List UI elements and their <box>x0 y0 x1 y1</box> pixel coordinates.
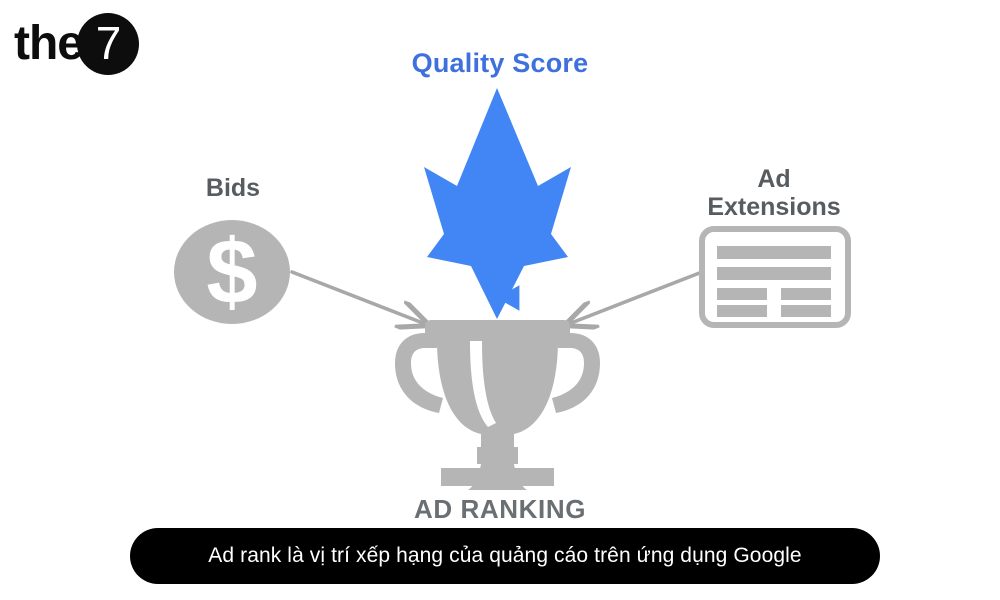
svg-text:$: $ <box>206 221 257 323</box>
star-icon <box>424 88 571 319</box>
logo-circle-badge: 7 <box>77 13 139 75</box>
label-bids: Bids <box>205 174 261 202</box>
caption-text: Ad rank là vị trí xếp hạng của quảng cáo… <box>208 544 802 567</box>
label-quality-score: Quality Score <box>411 48 589 78</box>
arrow-extensions-to-ranking <box>566 270 704 325</box>
logo-wordmark: the <box>14 17 84 70</box>
trophy-icon <box>395 320 600 490</box>
caption-banner: Ad rank là vị trí xếp hạng của quảng cáo… <box>130 528 880 584</box>
logo-digit: 7 <box>95 17 122 69</box>
dollar-coin-icon: $ <box>174 220 290 324</box>
the7-logo: the 7 <box>14 12 139 76</box>
ad-extensions-card-icon <box>699 226 851 328</box>
label-ad-extensions: Ad Extensions <box>707 165 841 221</box>
label-ad-ranking: AD RANKING <box>413 494 587 524</box>
arrow-bids-to-ranking <box>290 270 428 325</box>
